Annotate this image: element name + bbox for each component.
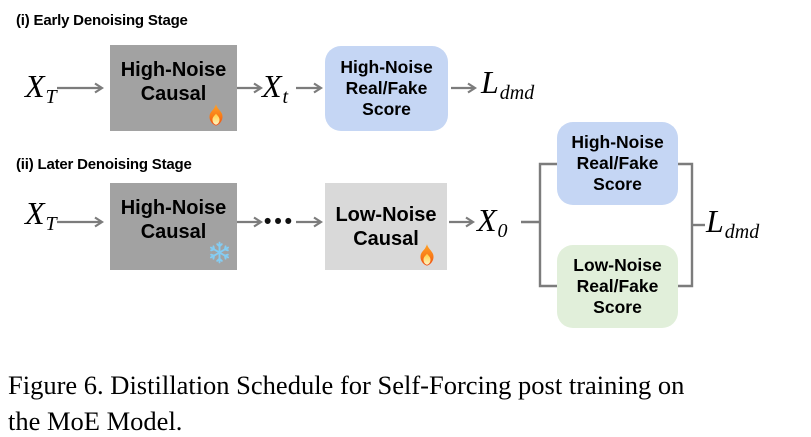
stage1-high-noise-score-box: High-Noise Real/Fake Score [325,46,448,131]
box-label-line: Causal [140,220,207,243]
stage2-low-noise-causal-box: Low-Noise Causal [325,183,447,270]
fire-icon [206,102,226,128]
arrow-right-icon [57,81,105,95]
box-label-line: Causal [353,227,419,250]
stage1-loss-ldmd: Ldmd [481,63,535,104]
arrow-right-icon [451,81,478,95]
math-base: L [481,64,499,100]
math-base: X [25,195,45,231]
math-sub: t [282,86,289,108]
box-label-line: Causal [140,83,207,105]
arrow-right-icon [449,215,476,229]
box-label-line: Real/Fake [576,276,659,296]
ellipsis-dots: ••• [263,210,296,233]
stage1-intermediate-xt: Xt [262,67,289,108]
arrow-right-icon [57,215,105,229]
box-label-line: High-Noise [340,57,433,77]
box-label-line: Low-Noise [573,255,662,275]
stage1-high-noise-causal-box: High-Noise Causal [110,45,237,131]
math-sub: dmd [724,221,760,243]
stage2-output-x0: X0 [477,201,508,242]
caption-line-2: the MoE Model. [8,406,183,436]
box-label-line: High-Noise [120,196,227,219]
stage2-input-xt: XT [25,194,57,235]
branch-merge-connector [521,162,705,288]
arrow-right-icon [296,215,324,229]
snowflake-icon [207,240,232,265]
math-base: X [262,68,282,104]
arrow-right-icon [296,81,324,95]
box-label-line: Score [362,99,411,119]
math-sub: T [45,213,57,235]
stage2-heading: (ii) Later Denoising Stage [16,156,192,173]
stage2-loss-ldmd: Ldmd [706,202,760,243]
math-sub: T [45,86,57,108]
math-base: X [477,202,497,238]
stage1-input-xt: XT [25,67,57,108]
box-label-line: High-Noise [571,132,664,152]
arrow-right-icon [237,215,264,229]
box-label-line: Real/Fake [576,153,659,173]
box-label-line: Real/Fake [345,78,428,98]
math-sub: dmd [499,82,535,104]
math-base: L [706,203,724,239]
stage1-heading: (i) Early Denoising Stage [16,12,188,29]
arrow-right-icon [237,81,264,95]
stage2-high-noise-score-box: High-Noise Real/Fake Score [557,122,678,205]
box-label-line: High-Noise [120,59,227,81]
stage2-high-noise-causal-box: High-Noise Causal [110,183,237,270]
fire-icon [417,242,437,268]
box-label-line: Low-Noise [335,203,437,226]
math-sub: 0 [497,220,508,242]
math-base: X [25,68,45,104]
figure-caption: Figure 6. Distillation Schedule for Self… [8,367,808,437]
caption-line-1: Figure 6. Distillation Schedule for Self… [8,370,685,400]
stage2-low-noise-score-box: Low-Noise Real/Fake Score [557,245,678,328]
box-label-line: Score [593,297,642,317]
box-label-line: Score [593,174,642,194]
